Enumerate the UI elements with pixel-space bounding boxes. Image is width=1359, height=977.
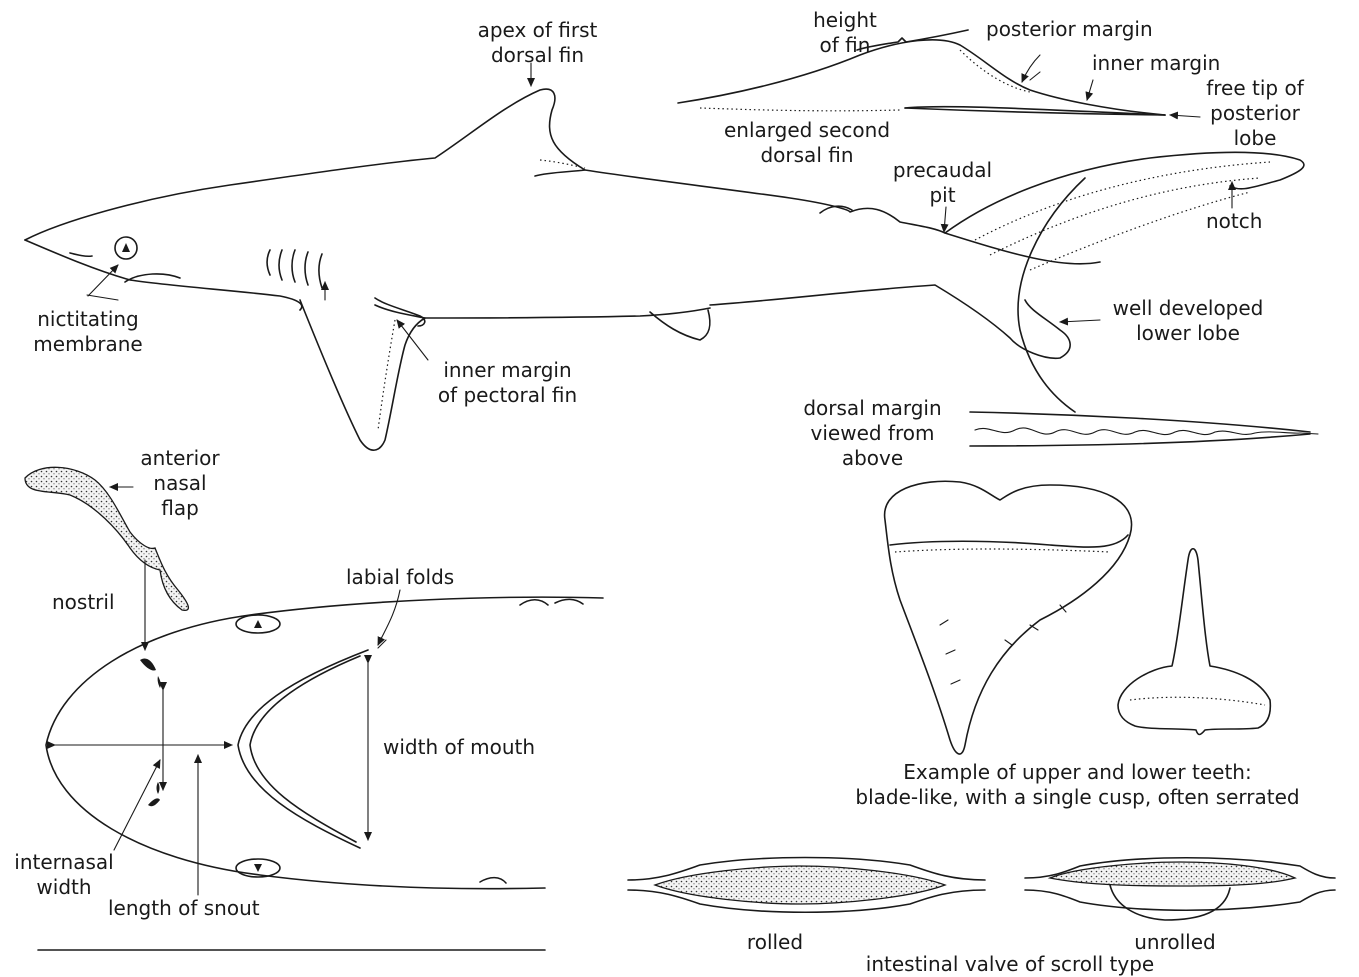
- dorsal-margin-detail: [970, 412, 1318, 446]
- label-notch: notch: [1206, 209, 1262, 234]
- label-nostril: nostril: [52, 590, 115, 615]
- label-posterior-margin: posterior margin: [986, 17, 1153, 42]
- teeth-caption: Example of upper and lower teeth:blade-l…: [800, 760, 1355, 810]
- label-labial-folds: labial folds: [346, 565, 454, 590]
- intestinal-valves: [628, 858, 1335, 921]
- shark-lateral-view: [25, 89, 1304, 450]
- label-intestinal-valve: intestinal valve of scroll type: [795, 952, 1225, 977]
- teeth-illustration: [885, 481, 1271, 754]
- label-inner-margin: inner margin: [1092, 51, 1220, 76]
- label-length-of-snout: length of snout: [108, 896, 260, 921]
- label-width-of-mouth: width of mouth: [383, 735, 535, 760]
